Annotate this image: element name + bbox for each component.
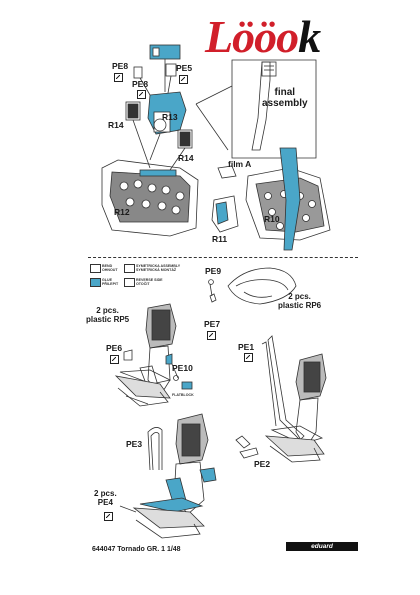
- label-pe1: PE1: [238, 342, 255, 352]
- label-r14-left: R14: [108, 120, 124, 130]
- final-assembly-callout: [231, 59, 317, 159]
- label-pe9: PE9: [205, 266, 222, 276]
- r14-right-face: [179, 131, 191, 147]
- glue-icon: [104, 512, 113, 521]
- label-rp6: 2 pcs. plastic RP6: [278, 292, 322, 310]
- pe7-part: [209, 293, 217, 303]
- pe5-part: [165, 63, 177, 77]
- label-film-a: film A: [228, 159, 252, 169]
- rp6-cushion: [227, 267, 297, 305]
- label-r10: R10: [264, 214, 280, 224]
- label-pe8-b: PE8: [132, 79, 149, 89]
- label-r12: R12: [114, 207, 130, 217]
- glue-icon: [137, 90, 146, 99]
- label-r13: R13: [162, 112, 178, 122]
- r14-left-face: [127, 103, 139, 119]
- label-pe6: PE6: [106, 343, 123, 353]
- pe8-part: [133, 66, 143, 79]
- glue-icon: [90, 278, 101, 287]
- legend-reverse-text: REVERSE SIDE OTOČIT: [136, 278, 163, 287]
- glue-icon: [179, 75, 188, 84]
- pe9-part: [208, 279, 214, 285]
- r12-panel: [101, 159, 199, 237]
- section-divider: [88, 257, 358, 258]
- look-logo: Lööok: [205, 11, 321, 62]
- label-flatblock: FLATBLOCK: [172, 393, 194, 397]
- label-rp5: 2 pcs. plastic RP5: [86, 306, 130, 324]
- legend-assembly-text: SYMETRICKA ASSEMBLY SYMETRICKÁ MONTÁŽ: [136, 264, 181, 273]
- label-pe5: PE5: [176, 63, 193, 73]
- glue-icon: [207, 331, 216, 340]
- label-pe8-a: PE8: [112, 61, 129, 71]
- seat-left-top: [114, 303, 179, 407]
- film-a-part: [217, 165, 237, 179]
- r12-panel-face: [109, 171, 191, 223]
- product-code: 644047 Tornado GR. 1 1/48: [92, 546, 181, 553]
- assembly-icon: [124, 264, 135, 273]
- r10-column: [279, 147, 301, 251]
- label-r11: R11: [212, 234, 228, 244]
- label-final-assembly: final assembly: [262, 87, 308, 109]
- glue-icon: [110, 355, 119, 364]
- r11-part: [211, 195, 239, 233]
- label-pe7: PE7: [204, 319, 221, 329]
- reverse-icon: [124, 278, 135, 287]
- logo-accent-text: k: [298, 11, 321, 62]
- glue-icon: [114, 73, 123, 82]
- label-r14-right: R14: [178, 153, 194, 163]
- logo-main-text: Lööo: [205, 11, 299, 62]
- legend-glue-text: GLUE PŘILEPIT: [102, 278, 119, 287]
- legend-bend-text: BEND OHNOUT: [102, 264, 118, 273]
- seat-left-bottom: [119, 413, 217, 539]
- label-pe3: PE3: [126, 439, 143, 449]
- bend-icon: [90, 264, 101, 273]
- r13-dial: [153, 118, 167, 132]
- eduard-brand-logo: eduard: [286, 542, 358, 551]
- glue-icon: [244, 353, 253, 362]
- pe-part-top-slot: [152, 47, 160, 57]
- label-pe4: 2 pcs. PE4: [94, 489, 117, 507]
- label-pe2: PE2: [254, 459, 271, 469]
- label-pe10: PE10: [172, 363, 193, 373]
- seat-right: [235, 335, 327, 463]
- pe3-part: [147, 427, 163, 471]
